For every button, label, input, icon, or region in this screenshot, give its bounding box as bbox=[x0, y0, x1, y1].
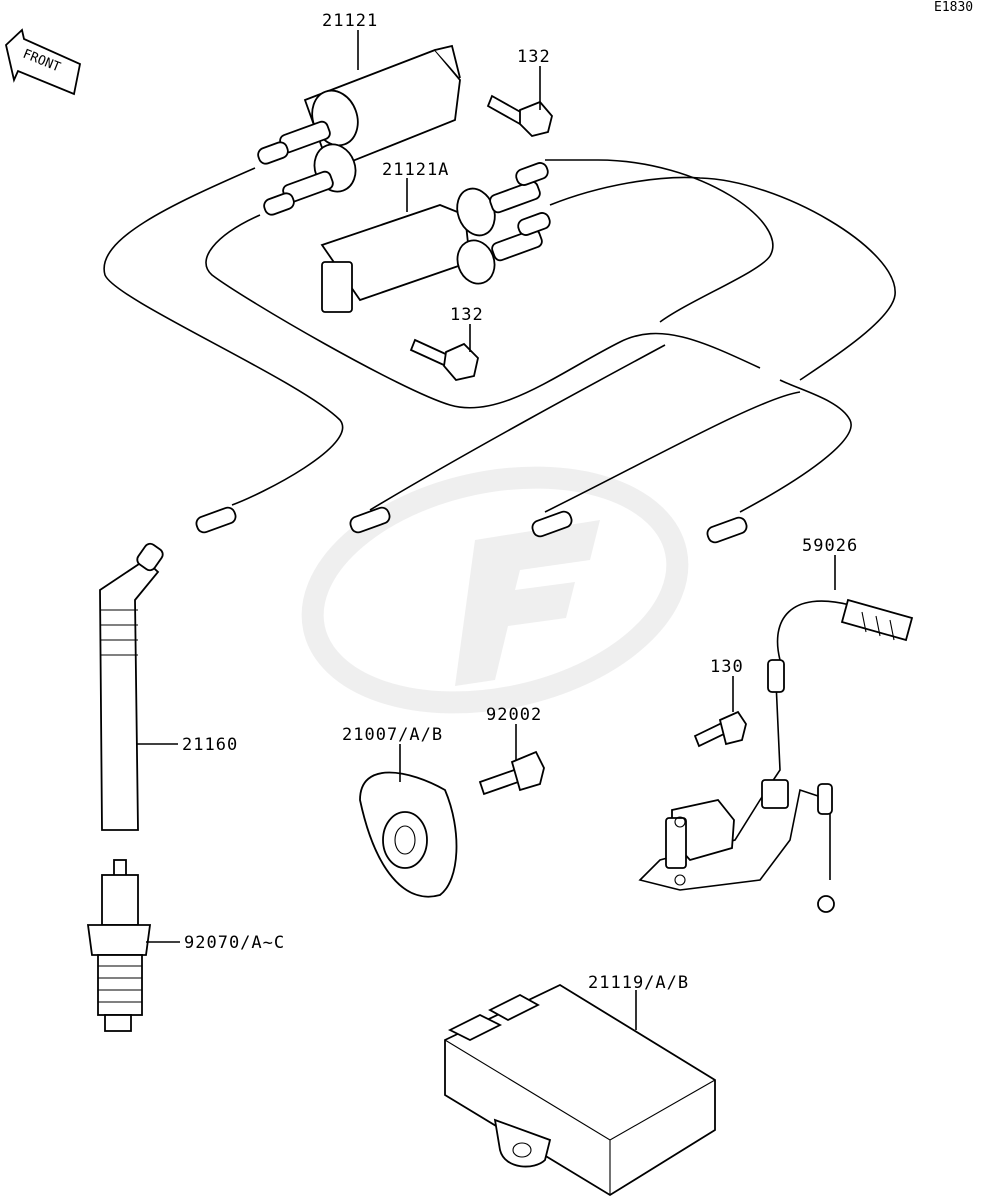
bolt-132-front bbox=[486, 94, 553, 137]
ignition-coil-front bbox=[257, 44, 461, 216]
bolt-132-rear bbox=[409, 338, 479, 381]
callout-igniter: 21119/A/B bbox=[588, 973, 689, 993]
front-arrow-icon: FRONT bbox=[5, 28, 82, 96]
pickup-coil-harness bbox=[638, 598, 914, 913]
callout-coil-rear: 21121A bbox=[382, 160, 449, 180]
callout-pickup-bolt: 130 bbox=[710, 657, 744, 677]
bolt-92002 bbox=[478, 750, 545, 796]
igniter-unit bbox=[444, 983, 716, 1197]
callout-harness: 59026 bbox=[802, 536, 858, 556]
bolt-130 bbox=[693, 710, 747, 748]
callout-rotor-plate: 21007/A/B bbox=[342, 725, 443, 745]
callout-plug-cap: 21160 bbox=[182, 735, 238, 755]
wire-end-terminals bbox=[195, 506, 748, 544]
diagram-code: E1830 bbox=[934, 0, 973, 15]
f-logo-watermark bbox=[301, 466, 689, 714]
callout-bolt-rear: 132 bbox=[450, 305, 484, 325]
callout-spark-plug: 92070/A~C bbox=[184, 933, 285, 953]
callout-coil-front: 21121 bbox=[322, 11, 378, 31]
leader-lines bbox=[137, 30, 836, 1030]
ignition-coil-rear bbox=[320, 162, 551, 313]
spark-plug bbox=[86, 859, 152, 1032]
timing-rotor-plate bbox=[359, 771, 458, 898]
callout-bolt-front: 132 bbox=[517, 47, 551, 67]
callout-rotor-bolt: 92002 bbox=[486, 705, 542, 725]
plug-wire-hoses bbox=[103, 159, 896, 513]
spark-plug-cap bbox=[99, 542, 164, 831]
